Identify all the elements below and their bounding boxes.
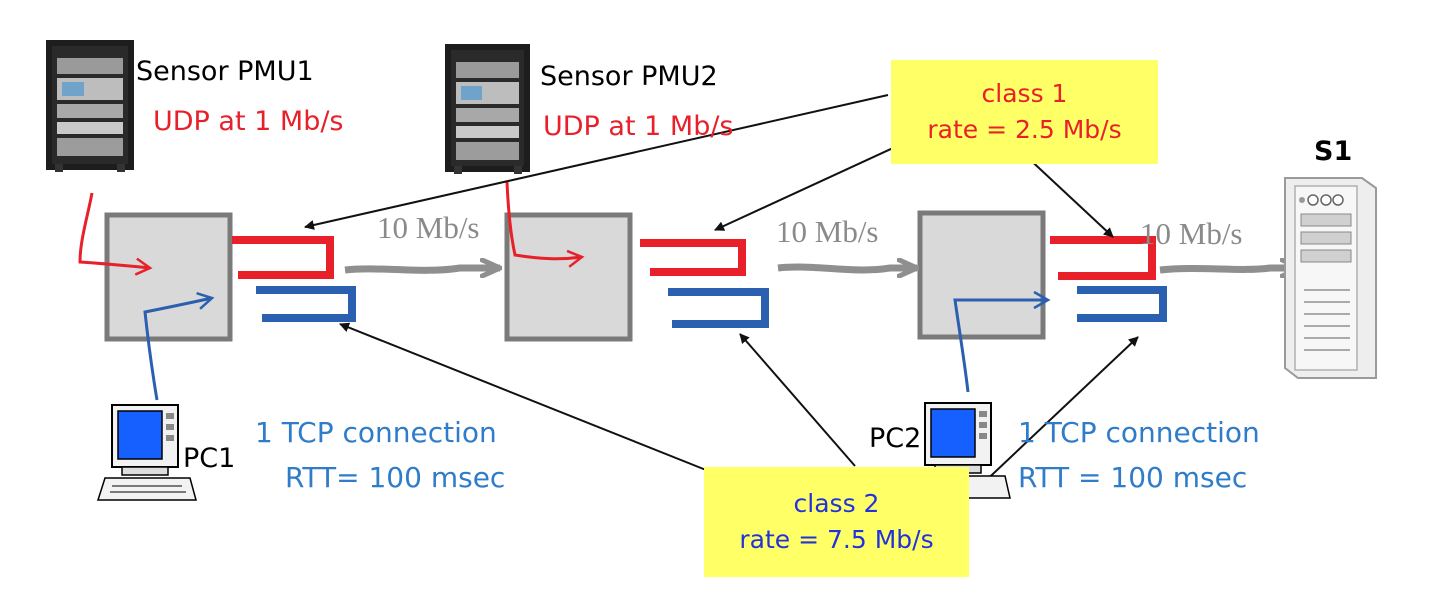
link-arrow-2 [777,267,917,270]
tcp-flow-pc2 [953,290,1051,393]
queue-router3 [1050,236,1167,322]
link3-speed-label: 10 Mb/s [1140,216,1243,251]
pmu1-label: Sensor PMU1 [136,56,314,87]
link-arrow-1 [344,268,500,270]
queue-router2 [640,239,769,328]
link2-speed-label: 10 Mb/s [776,214,879,249]
udp-flow-pmu2 [505,181,585,268]
router-3 [917,210,1046,340]
class2-pointer-2 [739,333,856,467]
queue-router1 [232,236,356,322]
s1-server-icon [1284,177,1377,379]
class1-rate: rate = 2.5 Mb/s [927,115,1122,144]
pc1-computer-icon [96,404,197,501]
pc1-label: PC1 [183,443,236,474]
router-2 [504,212,633,342]
class1-pointer-1 [304,94,889,230]
s1-label: S1 [1314,136,1353,167]
class1-title: class 1 [981,78,1068,108]
class2-pointer-1 [339,322,707,471]
pmu1-traffic-label: UDP at 1 Mb/s [153,106,344,137]
sensor-pmu1-rack-icon [46,40,134,172]
pc2-label: PC2 [869,423,922,454]
class2-rate: rate = 7.5 Mb/s [739,525,934,554]
class2-title: class 2 [793,488,880,518]
pc1-rtt-label: RTT= 100 msec [285,461,506,494]
pc2-rtt-label: RTT = 100 msec [1018,461,1248,494]
pc2-tcp-label: 1 TCP connection [1018,416,1260,449]
link-arrow-3 [1159,268,1300,270]
link1-speed-label: 10 Mb/s [377,210,480,245]
tcp-flow-pc1 [143,292,215,401]
pc1-tcp-label: 1 TCP connection [255,416,497,449]
pmu2-label: Sensor PMU2 [540,61,718,92]
pc2-computer-icon [924,402,1011,499]
router-1 [104,212,233,342]
pmu2-traffic-label: UDP at 1 Mb/s [543,111,734,142]
sensor-pmu2-rack-icon [445,44,530,174]
udp-flow-pmu1 [78,192,153,276]
class1-note: class 1 rate = 2.5 Mb/s [891,60,1158,164]
class1-pointer-2 [714,147,894,231]
class2-note: class 2 rate = 7.5 Mb/s [704,467,969,577]
class1-pointer-3 [1024,154,1114,238]
